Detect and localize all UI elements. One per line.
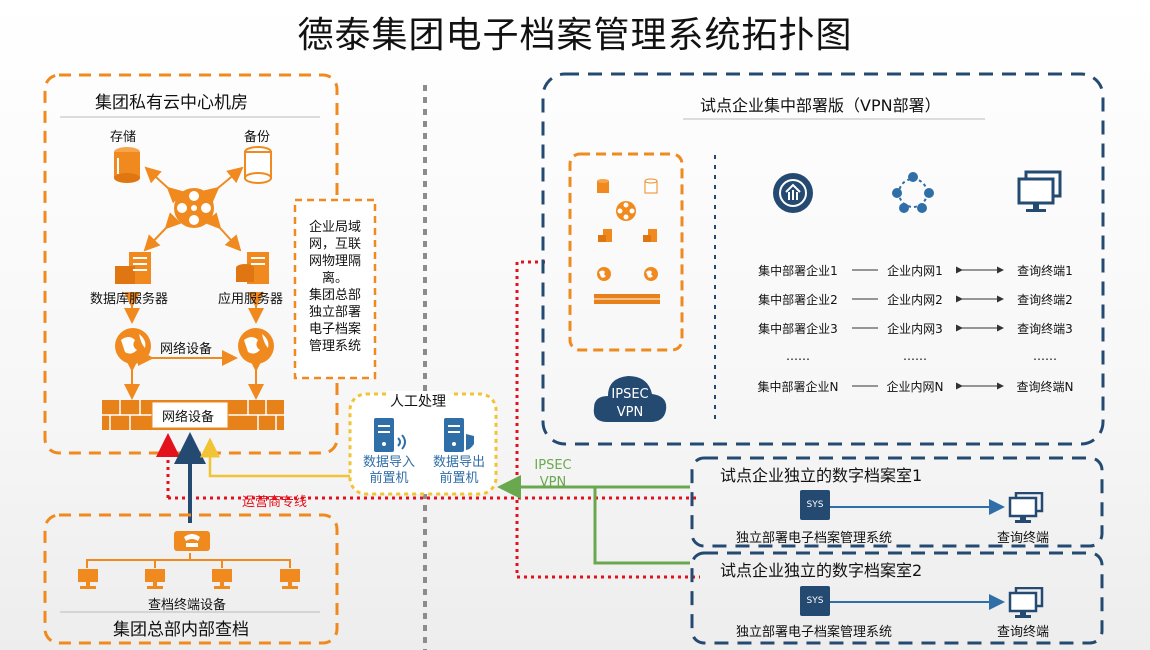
db-server-icon <box>115 252 151 284</box>
film-reel-icon <box>174 188 214 228</box>
backup-label: 备份 <box>244 130 271 145</box>
import-server-icon <box>374 418 406 452</box>
import-line2: 前置机 <box>369 471 409 486</box>
room1-terminal-label: 查询终端 <box>997 531 1050 546</box>
isolation-note: 企业局域 网，互联 网物理隔 离。 集团总部 独立部署 电子档案 管理系统 <box>299 219 371 355</box>
export-line1: 数据导出 <box>432 455 485 470</box>
row-enterprise: 集中部署企业N <box>757 380 839 394</box>
manual-title: 人工处理 <box>386 391 450 411</box>
monitor-icon <box>1017 170 1062 212</box>
row-intranet: 企业内网N <box>886 380 944 394</box>
room2-border <box>690 551 1104 645</box>
import-frontend: 数据导入 前置机 <box>354 455 424 487</box>
note-line: 离。 <box>321 271 348 286</box>
mini-server-icon <box>598 229 612 242</box>
row-intranet: 企业内网3 <box>887 322 943 336</box>
ipsec-vpn-label: IPSEC VPN <box>528 457 578 491</box>
bottom-left-box-border <box>43 513 339 645</box>
globe-icon-left <box>115 328 151 364</box>
sys-badge: SYS <box>806 596 824 606</box>
sys-icon: SYS <box>800 490 830 520</box>
storage-label: 存储 <box>110 130 137 145</box>
mini-reel-icon <box>616 201 636 221</box>
note-line: 集团总部 <box>308 288 361 303</box>
mini-globe-icon <box>597 267 611 281</box>
terminal-icon <box>145 569 165 589</box>
intranet-users-icon <box>892 172 934 213</box>
row-intranet: 企业内网2 <box>887 293 943 307</box>
cloud-label: IPSEC VPN <box>600 386 660 422</box>
import-line1: 数据导入 <box>362 455 415 470</box>
room1-border <box>690 456 1104 548</box>
export-line2: 前置机 <box>439 471 479 486</box>
room1-title: 试点企业独立的数字档案室1 <box>720 466 923 485</box>
note-line: 管理系统 <box>308 339 361 354</box>
mini-storage-icon <box>597 179 609 193</box>
phone-switch-icon <box>174 531 210 551</box>
row-intranet: 企业内网1 <box>887 264 943 278</box>
diagram-title: 德泰集团电子档案管理系统拓扑图 <box>297 15 853 56</box>
db-server-label: 数据库服务器 <box>90 292 169 307</box>
mini-firewall-icon <box>594 294 660 304</box>
monitor-icon <box>1008 587 1044 618</box>
isolation-note-border <box>293 198 377 380</box>
row-terminal: 查询终端1 <box>1017 264 1073 278</box>
ipsec-vpn-line1: IPSEC <box>534 458 572 473</box>
note-line: 网，互联 <box>308 237 361 252</box>
cloud-icon <box>593 376 667 422</box>
app-server-icon <box>236 252 269 284</box>
storage-icon <box>114 147 140 183</box>
note-line: 电子档案 <box>308 322 361 337</box>
export-frontend: 数据导出 前置机 <box>424 455 494 487</box>
right-top-title: 试点企业集中部署版（VPN部署） <box>700 96 941 115</box>
hq-box-title: 集团总部内部查档 <box>113 620 249 640</box>
backup-icon <box>244 146 272 184</box>
room2-system-label: 独立部署电子档案管理系统 <box>736 625 893 640</box>
mini-backup-icon <box>644 178 658 194</box>
app-server-label: 应用服务器 <box>218 292 284 307</box>
row-terminal: 查询终端N <box>1016 380 1074 394</box>
row-enterprise: 集中部署企业1 <box>758 264 838 278</box>
cloud-line1: IPSEC <box>611 387 649 402</box>
mini-globe-icon <box>644 267 658 281</box>
firewall-icon <box>102 400 284 430</box>
ipsec-vpn-line2: VPN <box>539 475 567 490</box>
row-enterprise: 集中部署企业3 <box>758 322 838 336</box>
left-box-border <box>43 73 339 455</box>
row-terminal: …… <box>1033 349 1057 363</box>
note-line: 独立部署 <box>308 305 361 320</box>
network-device-mid-label: 网络设备 <box>160 342 213 357</box>
row-terminal: 查询终端2 <box>1017 293 1073 307</box>
room2-terminal-label: 查询终端 <box>997 625 1050 640</box>
sys-icon: SYS <box>800 586 830 616</box>
note-line: 企业局域 <box>308 220 361 235</box>
terminal-devices-label: 查档终端设备 <box>148 598 227 613</box>
row-enterprise: …… <box>786 349 810 363</box>
mini-server-icon <box>643 229 657 242</box>
room1-system-label: 独立部署电子档案管理系统 <box>736 531 893 546</box>
terminal-icon <box>280 569 300 589</box>
terminal-icon <box>78 569 98 589</box>
room2-title: 试点企业独立的数字档案室2 <box>720 561 923 580</box>
carrier-line-label: 运营商专线 <box>242 495 308 510</box>
mini-datacenter-border <box>568 152 684 352</box>
enterprise-icon <box>773 173 813 213</box>
cloud-line2: VPN <box>616 405 644 420</box>
export-server-icon <box>444 418 474 452</box>
row-intranet: …… <box>903 349 927 363</box>
note-line: 网物理隔 <box>308 254 361 269</box>
row-enterprise: 集中部署企业2 <box>758 293 838 307</box>
monitor-icon <box>1008 492 1044 523</box>
left-box-title: 集团私有云中心机房 <box>95 93 248 113</box>
globe-icon-right <box>238 328 274 364</box>
right-top-box-border <box>541 72 1105 446</box>
row-terminal: 查询终端3 <box>1017 322 1073 336</box>
terminal-icon <box>212 569 232 589</box>
sys-badge: SYS <box>806 500 824 510</box>
firewall-label: 网络设备 <box>162 410 215 425</box>
